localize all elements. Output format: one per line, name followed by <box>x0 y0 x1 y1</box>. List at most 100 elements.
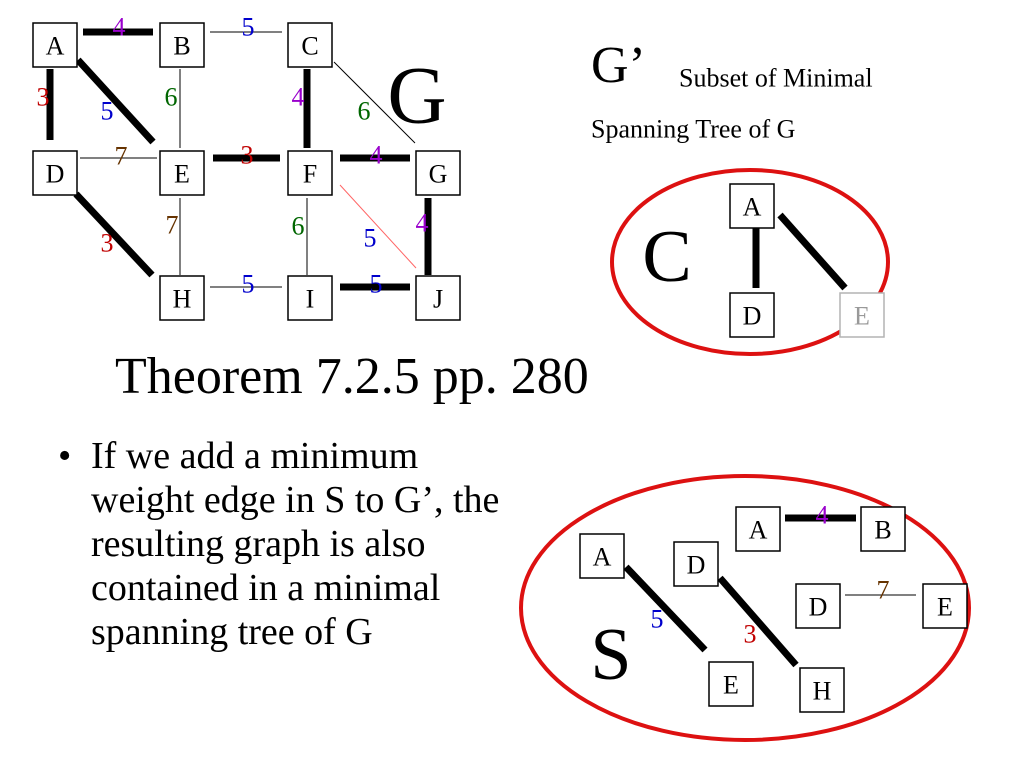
bullet-marker: • <box>58 435 72 477</box>
g-node-h-box <box>159 275 205 321</box>
g-node-h: H <box>159 275 205 321</box>
edge-weight-c-g: 6 <box>358 97 371 126</box>
c-edge-a-e <box>777 212 848 291</box>
g-node-b-label: B <box>173 32 190 61</box>
edge-weight-b-c: 5 <box>242 13 255 42</box>
g-node-f: F <box>287 150 333 196</box>
edge-weight-g-j: 4 <box>416 209 429 238</box>
edge-weight-d-h: 3 <box>101 229 114 258</box>
c-node-e: E <box>839 292 885 338</box>
s-node-d-h-d-label: D <box>687 551 706 580</box>
s-node-d-e-e-box <box>922 583 968 629</box>
s-node-a-e-a: A <box>579 533 625 579</box>
g-node-i: I <box>287 275 333 321</box>
g-node-e-label: E <box>174 160 190 189</box>
s-node-a-b-b-box <box>860 506 906 552</box>
g-node-e-box <box>159 150 205 196</box>
subset-label: G’ <box>591 37 646 94</box>
edge-weight-b-e: 6 <box>165 83 178 112</box>
c-node-e-box <box>839 292 885 338</box>
g-node-e: E <box>159 150 205 196</box>
s-node-a-b-b: B <box>860 506 906 552</box>
g-node-a-label: A <box>46 32 65 61</box>
edge-weight-e-f: 3 <box>241 141 254 170</box>
s-node-d-h-d: D <box>673 541 719 587</box>
g-node-a: A <box>32 22 78 68</box>
c-node-d-label: D <box>743 302 762 331</box>
s-node-d-h-h-label: H <box>813 677 832 706</box>
edge-weight-f-g: 4 <box>370 141 383 170</box>
slide-title: Theorem 7.2.5 pp. 280 <box>115 348 589 405</box>
s-node-d-e-d: D <box>795 583 841 629</box>
g-node-c: C <box>287 22 333 68</box>
edge-weight-h-i: 5 <box>242 270 255 299</box>
s-edge-weight-d-h: 3 <box>744 620 757 649</box>
g-node-a-box <box>32 22 78 68</box>
s-edge-weight-d-e: 7 <box>877 576 890 605</box>
edge-weight-c-f: 4 <box>292 83 305 112</box>
s-node-d-h-d-box <box>673 541 719 587</box>
s-node-a-b-a-box <box>735 506 781 552</box>
edge-weight-f-j: 5 <box>364 224 377 253</box>
s-node-d-e-d-label: D <box>809 593 828 622</box>
g-node-d: D <box>32 150 78 196</box>
g-node-c-label: C <box>301 32 318 61</box>
s-edge-d-h <box>717 575 799 668</box>
g-node-j: J <box>415 275 461 321</box>
g-node-g: G <box>415 150 461 196</box>
set-s-label: S <box>590 614 631 696</box>
g-node-c-box <box>287 22 333 68</box>
s-node-d-e-e: E <box>922 583 968 629</box>
edge-weight-e-h: 7 <box>166 211 179 240</box>
g-node-b-box <box>159 22 205 68</box>
s-edge-weight-a-e: 5 <box>651 605 664 634</box>
s-node-a-b-a: A <box>735 506 781 552</box>
c-node-e-label: E <box>854 302 870 331</box>
s-node-a-b-b-label: B <box>874 516 891 545</box>
bullet-text: If we add a minimum weight edge in S to … <box>91 435 500 653</box>
edge-weight-a-b: 4 <box>113 13 126 42</box>
graph-g-label: G <box>387 50 446 141</box>
g-node-d-label: D <box>46 160 65 189</box>
s-node-d-e-e-label: E <box>937 593 953 622</box>
edge-weight-f-i: 6 <box>292 212 305 241</box>
s-edge-weight-a-b: 4 <box>816 501 829 530</box>
g-node-i-box <box>287 275 333 321</box>
edge-f-j <box>339 184 417 269</box>
s-node-a-e-a-box <box>579 533 625 579</box>
component-c-label: C <box>642 216 691 298</box>
s-node-d-h-h: H <box>799 667 845 713</box>
subset-caption-line2: Spanning Tree of G <box>591 115 795 144</box>
subset-caption-line1: Subset of Minimal <box>679 64 873 93</box>
s-node-a-e-e-label: E <box>723 671 739 700</box>
c-node-d: D <box>729 292 775 338</box>
g-node-j-box <box>415 275 461 321</box>
edge-weight-a-e: 5 <box>101 97 114 126</box>
edge-c-g <box>333 61 416 144</box>
c-node-a: A <box>729 183 775 229</box>
s-node-d-h-h-box <box>799 667 845 713</box>
edge-weight-a-d: 3 <box>37 83 50 112</box>
edge-d-h <box>73 191 155 278</box>
g-node-h-label: H <box>173 285 192 314</box>
c-node-a-label: A <box>743 193 762 222</box>
g-node-b: B <box>159 22 205 68</box>
g-node-f-label: F <box>303 160 317 189</box>
component-c-ellipse <box>610 168 890 356</box>
g-node-f-box <box>287 150 333 196</box>
edge-weight-i-j: 5 <box>370 270 383 299</box>
s-node-a-b-a-label: A <box>749 516 768 545</box>
edge-weight-d-e: 7 <box>115 142 128 171</box>
s-node-a-e-e: E <box>708 661 754 707</box>
g-node-g-label: G <box>429 160 448 189</box>
g-node-i-label: I <box>306 285 315 314</box>
s-node-d-e-d-box <box>795 583 841 629</box>
edge-a-e <box>75 57 156 145</box>
c-node-a-box <box>729 183 775 229</box>
s-node-a-e-a-label: A <box>593 543 612 572</box>
set-s-ellipse <box>519 474 971 742</box>
c-node-d-box <box>729 292 775 338</box>
g-node-d-box <box>32 150 78 196</box>
g-node-g-box <box>415 150 461 196</box>
